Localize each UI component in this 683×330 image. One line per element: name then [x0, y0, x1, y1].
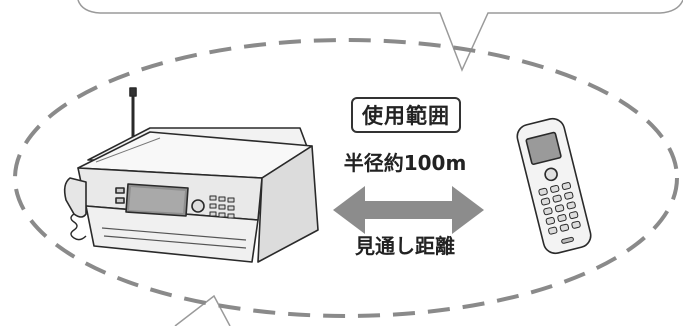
line-of-sight-label: 見通し距離	[355, 234, 455, 258]
range-title-box: 使用範囲	[351, 97, 461, 133]
distance-label: 半径約100m	[343, 151, 467, 175]
fax-printer-icon	[63, 87, 319, 263]
cordless-handset-icon	[516, 117, 592, 255]
range-title: 使用範囲	[362, 104, 450, 128]
range-ellipse	[13, 38, 679, 318]
double-headed-arrow-icon	[333, 186, 484, 234]
speech-bubble-top	[77, 0, 683, 72]
speech-bubble-bottom	[174, 294, 231, 327]
